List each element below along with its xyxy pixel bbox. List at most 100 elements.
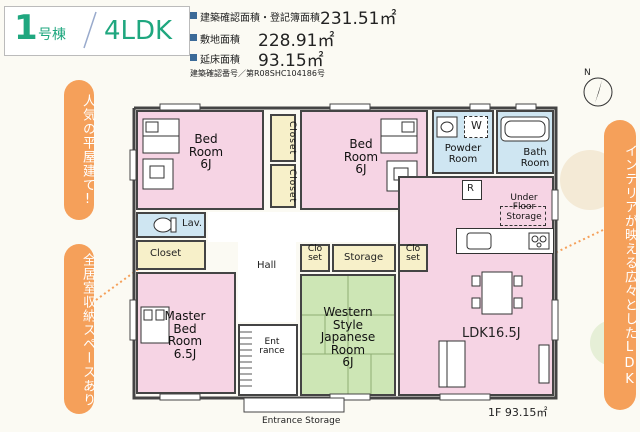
spec-bullet — [190, 54, 197, 61]
room-closet-b — [398, 244, 428, 272]
bathtub-icon — [500, 116, 550, 142]
entrance-steps — [240, 331, 252, 387]
label-line: Bed — [173, 321, 197, 336]
stove-icon — [528, 232, 550, 250]
tatami-grid — [302, 276, 394, 394]
header: 1 号棟 4LDK 建築確認面積・登記簿面積 231.51㎡ 敷地面積 228.… — [0, 0, 640, 78]
room-western-label: Western Style Japanese Room 6J — [304, 306, 392, 369]
callout-storage — [64, 244, 94, 414]
toilet-icon — [153, 217, 177, 233]
dining-table-icon — [471, 271, 523, 315]
label-line: rance — [259, 346, 285, 357]
room-bath-label: Bath Room — [516, 147, 554, 169]
under-floor-box — [500, 206, 546, 226]
room-closet-master — [136, 240, 206, 270]
spec-label-2: 敷地面積 — [200, 35, 240, 46]
washbasin-icon — [436, 116, 458, 138]
label-line: 6.5J — [173, 346, 197, 361]
label-line: Western — [323, 305, 373, 319]
room-entrance-storage-label: Entrance Storage — [262, 416, 341, 426]
callout-ldk — [604, 120, 636, 410]
sink-icon — [466, 232, 492, 250]
room-closet-mid — [270, 164, 296, 208]
spec-bullet — [190, 34, 197, 41]
room-entrance — [238, 324, 298, 396]
label-line: Clo — [405, 244, 421, 254]
label-line: Room — [330, 342, 366, 357]
bed-icon — [140, 306, 170, 344]
room-hall-v — [238, 212, 296, 322]
spec-value-1: 231.51㎡ — [320, 9, 397, 29]
washer-box — [464, 116, 488, 138]
room-under-floor — [462, 180, 482, 200]
label-line: Floor — [512, 202, 536, 213]
label-line: set — [308, 253, 322, 264]
room-closet-top — [270, 114, 296, 162]
label-line: Bed — [349, 137, 373, 151]
callout-popular — [64, 80, 94, 220]
room-under-floor-label: Under Floor Storage — [498, 193, 550, 222]
fridge-label: R — [467, 183, 474, 194]
bed-icon — [142, 118, 180, 154]
room-closet-top-label: Closet — [287, 120, 297, 156]
unit-badge — [4, 6, 190, 56]
desk-icon — [142, 158, 174, 190]
label-line: Room — [343, 149, 379, 164]
room-bed-1-label: Bed Room 6J — [185, 133, 227, 171]
room-bed-2-label: Bed Room 6J — [340, 138, 382, 176]
divider-slash — [83, 11, 97, 49]
unit-number: 1 — [14, 8, 38, 48]
washer-label: W — [471, 119, 482, 132]
callout-popular-text: 人気の平屋建て! — [80, 94, 95, 208]
room-closet-mid-label: Closet — [287, 168, 297, 204]
label-line: Powder — [444, 143, 482, 154]
callout-ldk-text: インテリアが映える広々としたLDK — [622, 144, 637, 388]
label-line: set — [406, 253, 420, 264]
sofa-icon — [438, 340, 466, 388]
room-powder-label: Powder Room — [434, 143, 492, 165]
tv-stand-icon — [538, 344, 550, 384]
label-line: 6J — [355, 162, 367, 177]
label-line: Storage — [506, 211, 542, 222]
room-closet-a — [300, 244, 330, 272]
floor-area-label: 1F 93.15㎡ — [488, 406, 548, 419]
room-hall-label: Hall — [257, 260, 277, 271]
label-line: 6J — [342, 355, 354, 370]
unit-suffix: 号棟 — [38, 27, 66, 43]
spec-value-2: 228.91㎡ — [258, 31, 335, 51]
label-line: 6J — [200, 157, 212, 172]
room-entrance-label: Ent rance — [252, 337, 292, 357]
spec-value-3: 93.15㎡ — [258, 51, 324, 71]
label-line: Japanese — [320, 330, 376, 345]
label-line: Room — [188, 144, 224, 159]
label-line: Style — [332, 317, 364, 332]
compass-label: N — [584, 68, 591, 78]
permit-number: 建築確認番号／第R08SHC104186号 — [190, 69, 325, 78]
spec-bullet — [190, 12, 197, 19]
room-ldk-label: LDK16.5J — [462, 326, 521, 341]
bed-icon — [380, 118, 418, 154]
label-line: Room — [448, 153, 478, 165]
room-closet-b-label: Clo set — [398, 244, 428, 264]
callout-storage-text: 全居室収納スペースあり — [80, 253, 95, 407]
room-storage-label: Storage — [344, 252, 384, 263]
label-line: Bath — [523, 147, 547, 158]
room-closet-master-label: Closet — [150, 248, 182, 259]
label-line: Ent — [264, 337, 280, 347]
layout-type: 4LDK — [104, 16, 173, 46]
label-line: Master — [164, 309, 206, 323]
label-line: Bed — [194, 132, 218, 146]
label-line: Room — [520, 157, 550, 169]
room-storage — [332, 244, 396, 272]
label-line: Room — [167, 334, 203, 349]
compass-icon — [583, 77, 613, 107]
spec-label-1: 建築確認面積・登記簿面積 — [200, 13, 320, 24]
room-closet-a-label: Clo set — [300, 244, 330, 264]
label-line: Under — [510, 193, 538, 203]
spec-label-3: 延床面積 — [200, 55, 240, 66]
label-line: Clo — [307, 244, 323, 254]
room-lav-label: Lav. — [182, 218, 203, 229]
